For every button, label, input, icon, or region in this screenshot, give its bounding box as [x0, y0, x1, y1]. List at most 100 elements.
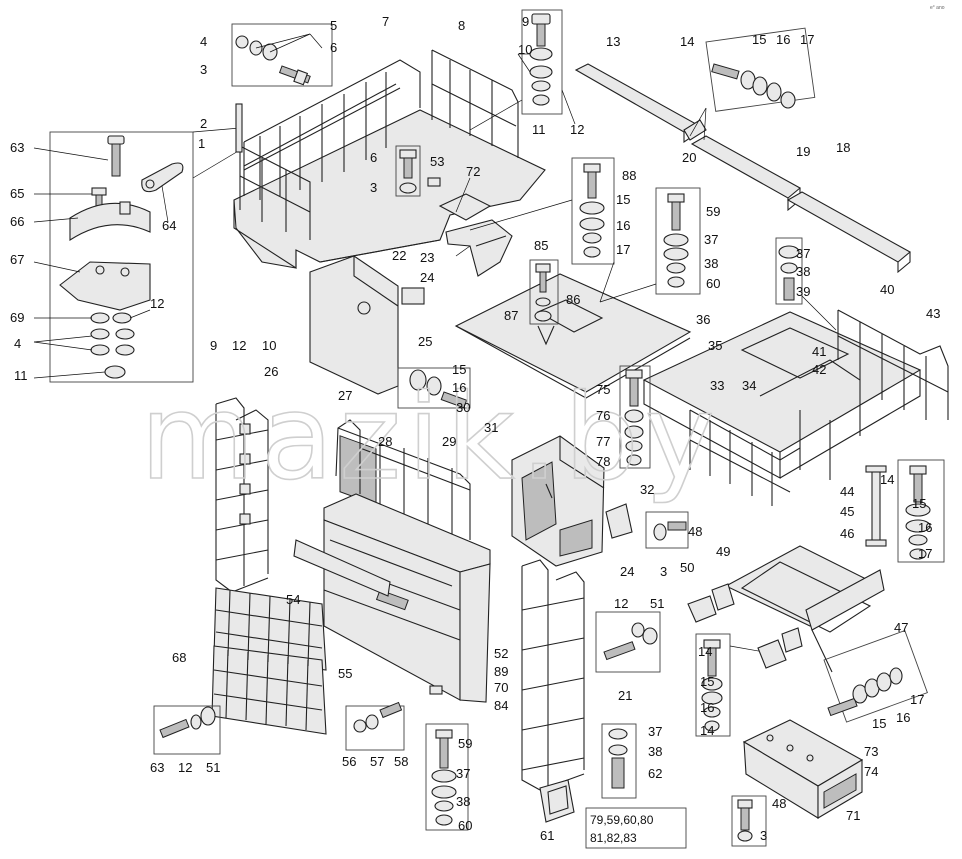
- part-number-label-45: 45: [840, 504, 854, 519]
- part-number-label-40: 40: [880, 282, 894, 297]
- part-number-label-73: 73: [864, 744, 878, 759]
- part-number-label-14-3: 14: [698, 644, 712, 659]
- part-number-label-37-3: 37: [456, 766, 470, 781]
- part-number-label-18: 18: [836, 140, 850, 155]
- part-number-label-31: 31: [484, 420, 498, 435]
- part-number-label-2: 2: [200, 116, 207, 131]
- part-number-label-68: 68: [172, 650, 186, 665]
- part-number-label-50: 50: [680, 560, 694, 575]
- part-number-label-52: 52: [494, 646, 508, 661]
- kit-label-1: 79,59,60,80: [590, 813, 654, 827]
- part-number-label-7: 7: [382, 14, 389, 29]
- part-number-label-1: 1: [198, 136, 205, 151]
- step-box-52: [293, 419, 491, 703]
- part-number-label-17-2: 17: [616, 242, 630, 257]
- part-number-label-60-1: 60: [706, 276, 720, 291]
- part-number-label-6-2: 6: [370, 150, 377, 165]
- part-number-label-58: 58: [394, 754, 408, 769]
- part-number-label-9-2: 9: [210, 338, 217, 353]
- bolt-stack-59-top: [655, 187, 701, 295]
- part-number-label-14-2: 14: [880, 472, 894, 487]
- part-number-label-16-4: 16: [918, 520, 932, 535]
- part-number-label-37-4: 37: [648, 724, 662, 739]
- part-number-label-38-3: 38: [456, 794, 470, 809]
- top-bolt-stack: [469, 9, 576, 131]
- part-number-label-38-4: 38: [648, 744, 662, 759]
- part-number-label-48-1: 48: [688, 524, 702, 539]
- part-number-label-43: 43: [926, 306, 940, 321]
- part-number-label-17-3: 17: [918, 546, 932, 561]
- part-number-label-51-2: 51: [206, 760, 220, 775]
- part-number-label-34: 34: [742, 378, 756, 393]
- box-71: [742, 719, 864, 819]
- part-number-label-62: 62: [648, 766, 662, 781]
- part-number-label-42: 42: [812, 362, 826, 377]
- part-number-label-5: 5: [330, 18, 337, 33]
- part-number-label-54: 54: [286, 592, 300, 607]
- part-number-label-16-2: 16: [452, 380, 466, 395]
- part-number-label-13: 13: [606, 34, 620, 49]
- part-number-label-14-1: 14: [680, 34, 694, 49]
- part-number-label-55: 55: [338, 666, 352, 681]
- support-frame-47: [724, 465, 887, 673]
- part-number-label-3-1: 3: [200, 62, 207, 77]
- part-number-label-4-2: 4: [14, 336, 21, 351]
- part-number-label-51-1: 51: [650, 596, 664, 611]
- part-number-label-88: 88: [622, 168, 636, 183]
- part-number-label-44: 44: [840, 484, 854, 499]
- bolt-box-63: [153, 705, 221, 755]
- part-number-label-76: 76: [596, 408, 610, 423]
- part-number-label-85: 85: [534, 238, 548, 253]
- part-number-label-12-3: 12: [232, 338, 246, 353]
- part-number-label-8: 8: [458, 18, 465, 33]
- part-number-label-47: 47: [894, 620, 908, 635]
- bolt-stack-14-right: [897, 459, 945, 563]
- part-number-label-71: 71: [846, 808, 860, 823]
- corner-mark: e° ano: [930, 5, 945, 11]
- bolt-stack-75: [619, 365, 651, 469]
- part-number-label-72: 72: [466, 164, 480, 179]
- bolt-stack-62: [539, 723, 687, 849]
- part-number-label-29: 29: [442, 434, 456, 449]
- part-number-label-63-2: 63: [150, 760, 164, 775]
- plate-24-bolt-48: [605, 503, 689, 549]
- part-number-label-16-1: 16: [776, 32, 790, 47]
- part-number-label-59-1: 59: [706, 204, 720, 219]
- part-number-label-67: 67: [10, 252, 24, 267]
- floor-plate-36: [454, 259, 692, 399]
- part-number-label-15-1: 15: [752, 32, 766, 47]
- part-number-label-11-2: 11: [14, 368, 28, 383]
- beam-assembly: [574, 27, 911, 274]
- part-number-label-60-2: 60: [458, 818, 472, 833]
- part-number-label-77: 77: [596, 434, 610, 449]
- part-number-label-78: 78: [596, 454, 610, 469]
- part-number-label-84: 84: [494, 698, 508, 713]
- part-number-label-3-4: 3: [760, 828, 767, 843]
- part-number-label-10-2: 10: [262, 338, 276, 353]
- part-number-label-63-1: 63: [10, 140, 24, 155]
- bolt-stack-59-bottom: [425, 723, 469, 831]
- part-number-label-87: 87: [504, 308, 518, 323]
- part-number-label-24-1: 24: [420, 270, 434, 285]
- part-number-label-3-2: 3: [370, 180, 377, 195]
- part-number-label-69: 69: [10, 310, 24, 325]
- part-number-label-12-5: 12: [178, 760, 192, 775]
- part-number-label-49: 49: [716, 544, 730, 559]
- part-number-label-59-2: 59: [458, 736, 472, 751]
- part-number-label-48-2: 48: [772, 796, 786, 811]
- part-number-label-39: 39: [796, 284, 810, 299]
- part-number-label-14-4: 14: [700, 723, 714, 738]
- cabinet-31: [511, 435, 605, 567]
- part-number-label-89: 89: [494, 664, 508, 679]
- part-number-label-15-3: 15: [616, 192, 630, 207]
- part-number-label-35: 35: [708, 338, 722, 353]
- main-platform-assembly: [233, 49, 546, 270]
- platform-bolt-box: [395, 145, 421, 197]
- part-number-label-21: 21: [618, 688, 632, 703]
- part-number-label-37-1: 37: [796, 246, 810, 261]
- part-number-label-61: 61: [540, 828, 554, 843]
- part-number-label-32: 32: [640, 482, 654, 497]
- grille-68-55: [211, 587, 327, 735]
